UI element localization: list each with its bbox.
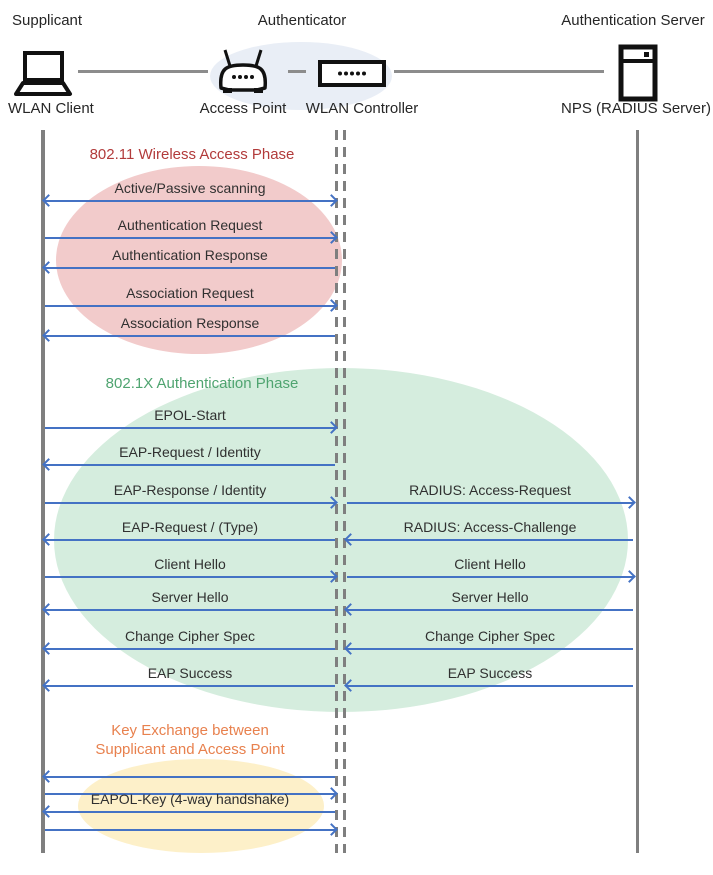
device-label-nps: NPS (RADIUS Server) [560, 100, 712, 117]
message-label: EAP Success [147, 665, 233, 681]
phase-title-wireless: 802.11 Wireless Access Phase [89, 146, 295, 163]
message-arrow [42, 770, 335, 783]
phase-title-key-exchange-line2: Supplicant and Access Point [95, 741, 285, 758]
phase-title-key-exchange-line1: Key Exchange between [111, 722, 269, 739]
message-arrow [42, 679, 335, 692]
message-arrow [42, 603, 335, 616]
lifeline-wlan-client [41, 130, 45, 853]
message-label: EAP-Response / Identity [113, 482, 267, 498]
phase-ellipse-key-exchange [78, 759, 324, 853]
access-point-icon [218, 49, 268, 93]
device-connector [394, 70, 604, 73]
lifeline-wlan-controller-right [343, 130, 346, 853]
message-label: EAP-Request / Identity [119, 444, 261, 460]
arrowhead-right [623, 570, 636, 583]
message-arrow [45, 421, 338, 434]
message-arrow [42, 642, 335, 655]
message-arrow [42, 261, 335, 274]
message-label: Server Hello [151, 589, 229, 605]
message-arrow [45, 823, 338, 836]
message-arrow [42, 458, 335, 471]
laptop-icon [14, 51, 72, 96]
message-label: Client Hello [454, 556, 526, 572]
message-arrow [344, 603, 633, 616]
message-arrow [347, 496, 636, 509]
message-label: Authentication Response [112, 247, 268, 263]
message-arrow [42, 194, 338, 207]
message-arrow [45, 496, 338, 509]
device-label-wlan-client: WLAN Client [8, 100, 94, 117]
role-label-supplicant: Supplicant [12, 12, 83, 29]
message-label: EAP-Request / (Type) [121, 519, 259, 535]
message-arrow [347, 570, 636, 583]
message-label: Change Cipher Spec [125, 628, 255, 644]
lifeline-wlan-controller-left [335, 130, 338, 853]
message-label: Change Cipher Spec [425, 628, 555, 644]
role-label-authenticator: Authenticator [257, 12, 347, 29]
device-label-wlan-controller: WLAN Controller [305, 100, 419, 117]
message-arrow [344, 642, 633, 655]
message-arrow [45, 787, 338, 800]
message-arrow [344, 533, 633, 546]
device-connector [288, 70, 306, 73]
role-label-authentication-server: Authentication Server [561, 12, 705, 29]
message-arrow [45, 570, 338, 583]
message-label: RADIUS: Access-Request [409, 482, 571, 498]
message-arrow [344, 679, 633, 692]
message-arrow [42, 329, 335, 342]
message-label: RADIUS: Access-Challenge [403, 519, 577, 535]
message-arrow [45, 299, 338, 312]
message-label: Association Request [126, 285, 254, 301]
lifeline-nps [636, 130, 639, 853]
arrowhead-right [623, 496, 636, 509]
message-label: EPOL-Start [154, 407, 226, 423]
wlan-controller-icon [318, 60, 386, 87]
phase-ellipse-wireless [56, 166, 342, 354]
message-label: EAP Success [447, 665, 533, 681]
message-label: Association Response [120, 315, 260, 331]
phase-title-dot1x: 802.1X Authentication Phase [105, 375, 299, 392]
device-label-access-point: Access Point [199, 100, 287, 117]
message-label: EAPOL-Key (4-way handshake) [90, 791, 290, 807]
message-label: Client Hello [154, 556, 226, 572]
message-label: Authentication Request [117, 217, 263, 233]
message-arrow [42, 805, 335, 818]
message-arrow [45, 231, 338, 244]
message-arrow [42, 533, 335, 546]
message-label: Server Hello [451, 589, 529, 605]
server-icon [618, 44, 658, 102]
message-label: Active/Passive scanning [114, 180, 266, 196]
device-connector [78, 70, 208, 73]
phase-title-key-exchange: Key Exchange between Supplicant and Acce… [60, 721, 320, 759]
